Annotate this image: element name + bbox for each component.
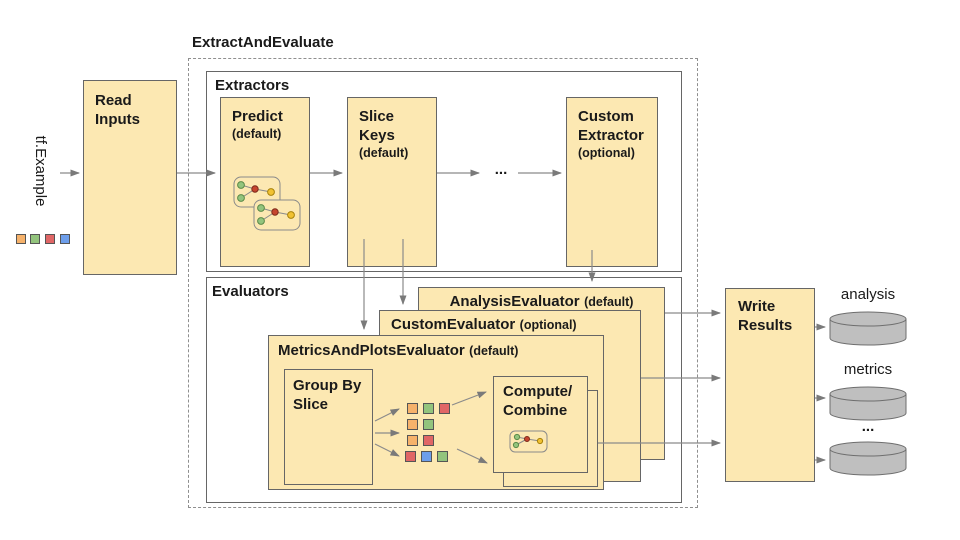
custom-extractor-box: Custom Extractor (optional) [566, 97, 658, 267]
metrics-and-plots-evaluator-label: MetricsAndPlotsEvaluator [278, 342, 465, 359]
compute-model-graph-icon [509, 430, 548, 453]
grid-square [439, 403, 450, 414]
grid-square [437, 451, 448, 462]
custom-evaluator-qualifier: (optional) [519, 318, 577, 332]
metrics-and-plots-evaluator-qualifier: (default) [469, 344, 519, 358]
read-inputs-box: Read Inputs [83, 80, 177, 275]
outputs-ellipsis: ... [861, 418, 875, 435]
custom-evaluator-label: CustomEvaluator [391, 316, 516, 333]
grid-square [407, 435, 418, 446]
legend-square-green [30, 234, 40, 244]
group-by-slice-box: Group By Slice [284, 369, 373, 485]
slice-keys-extractor-box: Slice Keys (default) [347, 97, 437, 267]
predict-label: Predict [232, 108, 283, 125]
slice-keys-qualifier: (default) [359, 146, 409, 160]
grid-square [423, 419, 434, 430]
compute-combine-box: Compute/ Combine [493, 376, 588, 473]
custom-extractor-qualifier: (optional) [578, 146, 635, 160]
evaluators-group [206, 277, 682, 503]
extractors-ellipsis: ... [494, 161, 508, 178]
grid-square [407, 403, 418, 414]
predict-model-graph-icon [233, 176, 301, 231]
read-inputs-label: Read Inputs [95, 92, 140, 128]
analysis-database-icon [829, 311, 907, 346]
predict-qualifier: (default) [232, 127, 282, 141]
page-title: ExtractAndEvaluate [192, 34, 334, 51]
grid-square [423, 403, 434, 414]
grid-square [407, 419, 418, 430]
legend-square-red [45, 234, 55, 244]
other-database-icon [829, 441, 907, 476]
tf-example-label: tf.Example [32, 135, 49, 207]
evaluators-group-label: Evaluators [212, 283, 289, 300]
grid-square [423, 435, 434, 446]
analysis-evaluator-label: AnalysisEvaluator [449, 293, 580, 310]
custom-extractor-label: Custom Extractor [578, 108, 644, 144]
write-results-box: Write Results [725, 288, 815, 482]
grid-square [405, 451, 416, 462]
analysis-output-label: analysis [840, 286, 896, 303]
extract-and-evaluate-container [188, 58, 698, 508]
slice-keys-label: Slice Keys [359, 108, 395, 144]
legend-square-orange [16, 234, 26, 244]
analysis-evaluator-qualifier: (default) [584, 295, 634, 309]
write-results-label: Write Results [738, 298, 793, 334]
legend-square-blue [60, 234, 70, 244]
grid-square [421, 451, 432, 462]
metrics-output-label: metrics [843, 361, 893, 378]
metrics-database-icon [829, 386, 907, 421]
group-by-slice-label: Group By Slice [293, 377, 362, 413]
compute-combine-label: Compute/ Combine [503, 383, 573, 419]
extractors-group-label: Extractors [215, 77, 290, 94]
